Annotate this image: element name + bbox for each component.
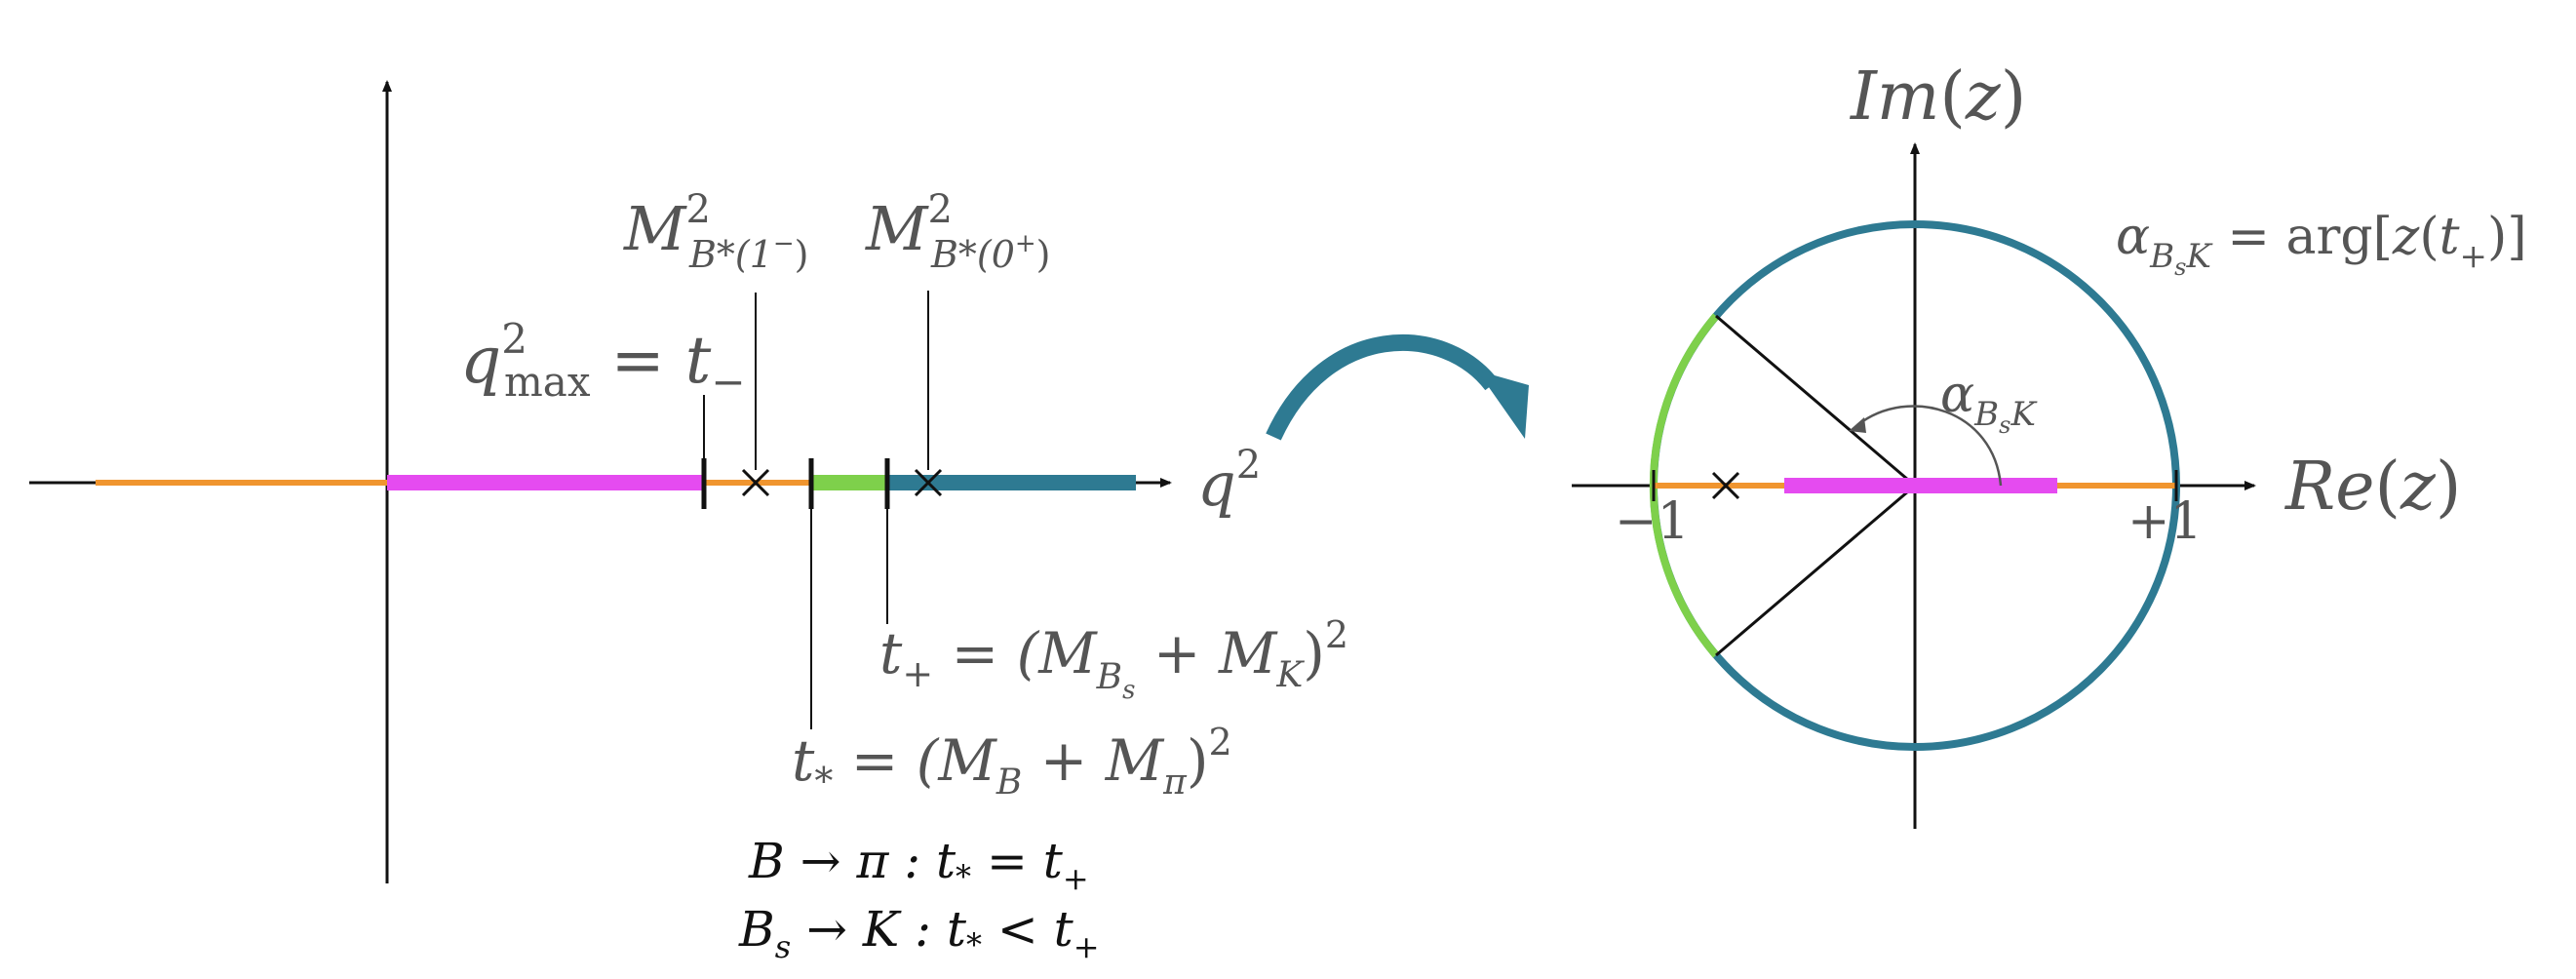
re-z-label: Re(z) (2283, 449, 2461, 526)
t-star-label: t* = (MB + Mπ)2 (792, 721, 1232, 803)
minus-one-label: −1 (1615, 492, 1690, 551)
t-plus-label: t+ = (MBs + MK)2 (879, 613, 1348, 705)
plus-one-label: +1 (2127, 492, 2203, 551)
pole-cross-1minus (741, 468, 770, 497)
case-b-to-pi: B → π : t* = t+ (748, 833, 1089, 897)
mapping-arrow-head (1477, 371, 1529, 439)
mapping-arrow (1266, 333, 1529, 441)
z-pole-cross (1711, 471, 1740, 500)
alpha-angle-arc (1856, 405, 2003, 487)
alpha-angle-label: αBsK (1940, 366, 2038, 439)
mapping-arrow-arc (1266, 333, 1499, 441)
case-bs-to-k: Bs → K : t* < t+ (738, 901, 1100, 965)
radial-line-lower (1715, 484, 1916, 657)
pole-cross-0plus (914, 468, 943, 497)
q2-axis-label: q2 (1197, 443, 1261, 520)
radial-line-upper (1715, 314, 1916, 488)
right-z-plane: Im(z) Re(z) −1 +1 αBsK αBsK = arg[z(t+)] (1572, 59, 2527, 829)
im-z-label: Im(z) (1849, 59, 2026, 136)
alpha-angle-arrowhead (1849, 417, 1866, 433)
alpha-definition-label: αBsK = arg[z(t+)] (2116, 208, 2527, 281)
